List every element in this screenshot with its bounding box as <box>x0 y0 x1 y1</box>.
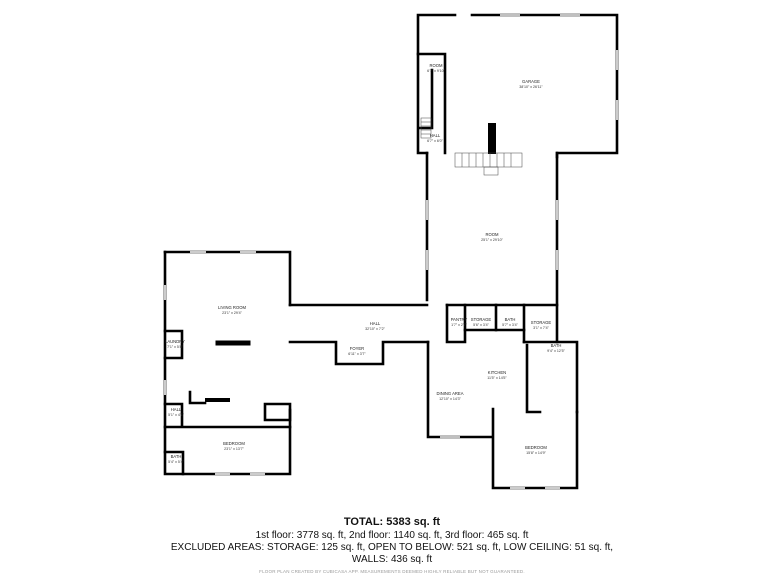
room-name: BEDROOM <box>223 441 245 446</box>
room-name: BATH <box>505 317 516 322</box>
room-dimensions: 5'1" x 4'1" <box>168 413 184 417</box>
room-name: BEDROOM <box>525 445 547 450</box>
bath-left-wall <box>163 450 185 476</box>
room-dimensions: 6'7" x 6'0" <box>427 139 443 143</box>
room-name: PANTRY <box>451 317 468 322</box>
bath-right-wall <box>522 340 579 414</box>
room-name: HALL <box>430 133 441 138</box>
room-name: ROOM <box>429 63 443 68</box>
disclaimer-footer: FLOOR PLAN CREATED BY CUBICASA APP. MEAS… <box>259 569 525 574</box>
room-name: DINING AREA <box>437 391 464 396</box>
living-room-top <box>163 250 292 307</box>
room-dimensions: 6'7" x 9'10" <box>427 69 445 73</box>
room-dimensions: 9'4" x 12'5" <box>547 349 565 353</box>
room-name: HALL <box>171 407 182 412</box>
room-name: BATH <box>551 343 562 348</box>
room-name: HALL <box>370 321 381 326</box>
room-name: GARAGE <box>522 79 540 84</box>
room-dimensions: 38'10" x 26'11" <box>519 85 543 89</box>
room-dimensions: 1'7" x 2'7" <box>451 323 467 327</box>
room-name: BATH <box>171 454 182 459</box>
room-dimensions: 12'10" x 14'3" <box>439 397 461 401</box>
stair-left <box>188 390 207 405</box>
windows <box>164 14 618 489</box>
room-dimensions: 5'4" x 5'4" <box>168 460 184 464</box>
hall-left-wall <box>163 402 184 427</box>
walls-area: WALLS: 436 sq. ft <box>351 554 433 565</box>
room-dimensions: 32'10" x 7'2" <box>365 327 385 331</box>
room-name: KITCHEN <box>488 370 506 375</box>
room-dimensions: 5'6" x 3'4" <box>473 323 489 327</box>
floor-areas: 1st floor: 3778 sq. ft, 2nd floor: 1140 … <box>255 530 529 541</box>
garage-wall <box>416 13 457 155</box>
room-name: LAUNDRY <box>165 339 185 344</box>
stairs <box>420 117 523 176</box>
room-dimensions: 5'7" x 3'4" <box>502 323 518 327</box>
closet-wall <box>263 402 292 422</box>
room-dimensions: 11'5" x 14'5" <box>487 376 507 380</box>
room-dimensions: 7'1" x 5'8" <box>167 345 183 349</box>
room-dimensions: 3'1" x 7'4" <box>533 326 549 330</box>
room-name: FOYER <box>350 346 364 351</box>
room-dimensions: 15'8" x 14'9" <box>526 451 546 455</box>
laundry-wall <box>163 329 184 360</box>
bath-right-inner <box>525 343 542 414</box>
room-name: ROOM <box>485 232 499 237</box>
room-dimensions: 25'1" x 29'10" <box>481 238 503 242</box>
total-area: TOTAL: 5383 sq. ft <box>343 516 441 528</box>
excluded-areas: EXCLUDED AREAS: STORAGE: 125 sq. ft, OPE… <box>170 542 614 553</box>
stair-inner <box>418 68 434 130</box>
hall-bottom-wall <box>288 340 430 366</box>
stair-room-wall <box>416 52 447 155</box>
walls <box>163 13 619 490</box>
room-name: STORAGE <box>531 320 552 325</box>
room-dimensions: 23'1" x 29'4" <box>222 311 242 315</box>
bedroom-right-wall <box>491 407 579 490</box>
room-name: LIVING ROOM <box>218 305 246 310</box>
room-dimensions: 23'1" x 13'7" <box>224 447 244 451</box>
pantry-wall <box>445 303 467 344</box>
room-dimensions: 6'11" x 3'7" <box>348 352 366 356</box>
room-name: STORAGE <box>471 317 492 322</box>
kitchen-west <box>426 340 494 439</box>
